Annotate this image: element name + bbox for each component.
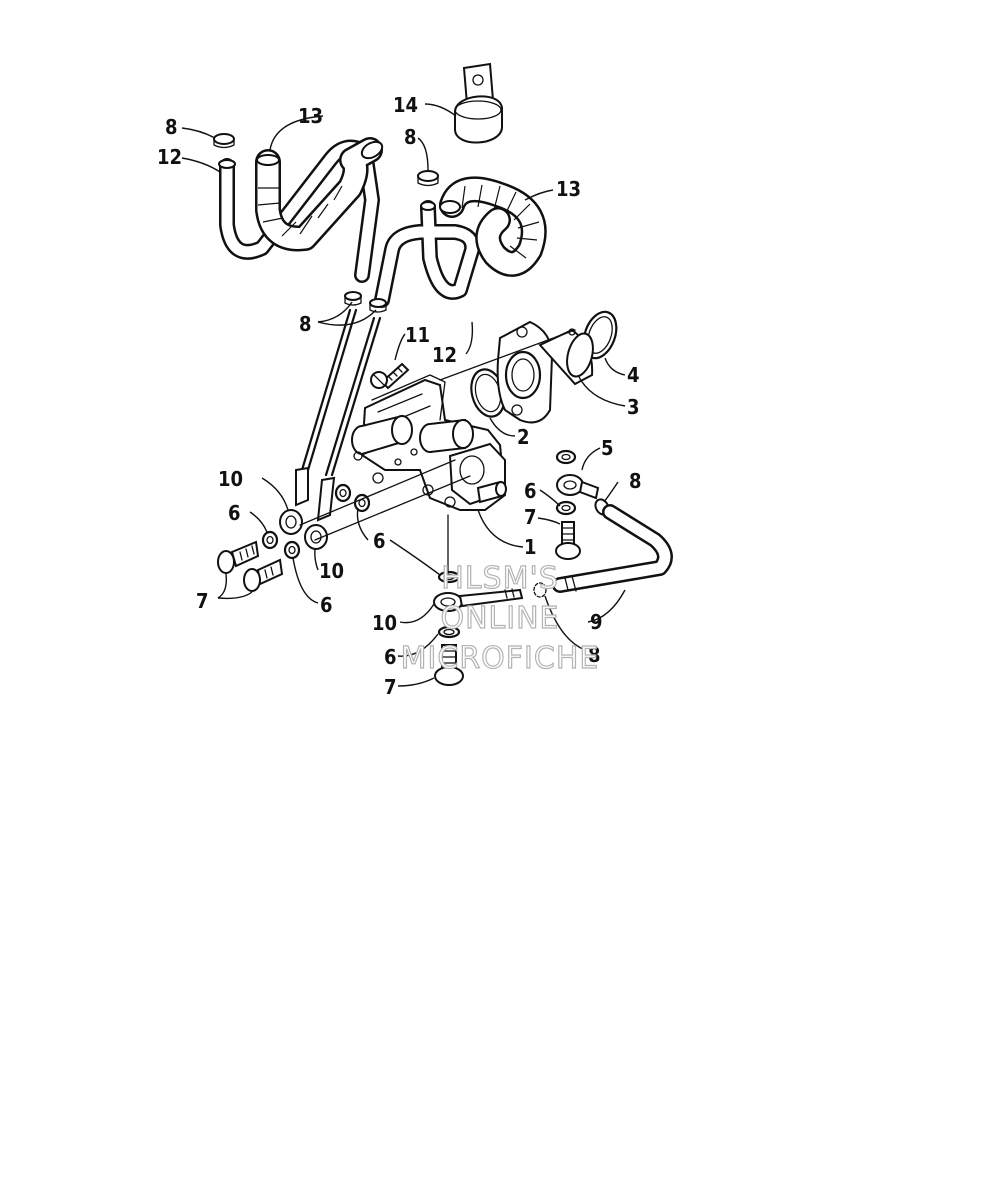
part-8-clamp-top-center	[417, 170, 439, 187]
callout-12-left: 12	[157, 145, 182, 169]
part-6-washer-right-top	[555, 449, 577, 465]
callout-4: 4	[627, 363, 640, 387]
callout-8-lower: 8	[588, 643, 601, 667]
callout-10-lower: 10	[372, 611, 397, 635]
part-8-clamp-lower	[533, 582, 547, 598]
part-7-bolt-lower	[434, 644, 464, 686]
watermark-line-2: ONLINE	[440, 601, 559, 636]
callout-6-right: 6	[524, 479, 537, 503]
callout-3: 3	[627, 395, 640, 419]
part-10-banjo-left-lower	[304, 476, 336, 550]
part-6-washer-lower-top	[437, 570, 461, 584]
watermark: HLSM'S ONLINE MICROFICHE	[400, 560, 600, 676]
part-11-bolt	[370, 362, 410, 390]
callout-labels: 14 13 8 12 8 13 8 11 12 4 3 2 5 6 8 10 6…	[157, 93, 642, 699]
part-14-clamp	[454, 62, 503, 144]
callout-7-left: 7	[196, 589, 209, 613]
callout-5: 5	[601, 436, 614, 460]
callout-8-pair: 8	[299, 312, 312, 336]
part-10-banjo-lower	[433, 588, 524, 612]
callout-9: 9	[590, 610, 603, 634]
callout-10-left-lower: 10	[319, 559, 344, 583]
callout-6-left-upper: 6	[228, 501, 241, 525]
callout-7-lower: 7	[384, 675, 397, 699]
part-8-clamp-pair	[344, 291, 387, 313]
leader-lines	[181, 103, 626, 687]
part-1-oil-pump	[351, 374, 507, 511]
callout-14: 14	[393, 93, 418, 117]
callout-6-center: 6	[373, 529, 386, 553]
part-13-hose-left	[255, 137, 384, 252]
callout-13-left: 13	[298, 104, 323, 128]
part-7-bolt-right	[555, 521, 581, 560]
part-7-bolts-left	[217, 540, 284, 592]
vent-lines	[300, 308, 382, 477]
part-10-banjo-left-upper	[279, 466, 309, 535]
part-12-hose-right	[374, 200, 481, 308]
callout-8-top-left: 8	[165, 115, 178, 139]
callout-7-right: 7	[524, 505, 537, 529]
callout-8-right: 8	[629, 469, 642, 493]
callout-2: 2	[517, 425, 530, 449]
assembly-centerlines	[299, 329, 576, 576]
part-13-hose-right	[439, 176, 547, 277]
callout-10-left-upper: 10	[218, 467, 243, 491]
callout-1: 1	[524, 535, 537, 559]
watermark-line-1: HLSM'S	[441, 561, 559, 596]
callout-11: 11	[405, 323, 430, 347]
callout-6-lower: 6	[384, 645, 397, 669]
part-5-banjo-fitting	[556, 474, 600, 500]
callout-13-right: 13	[556, 177, 581, 201]
part-9-hose	[552, 504, 673, 593]
callout-12-right: 12	[432, 343, 457, 367]
part-6-washers-left	[261, 483, 371, 560]
part-6-washer-right-bottom	[555, 500, 577, 516]
part-6-washer-lower-bottom	[437, 625, 461, 639]
callout-6-left-lower: 6	[320, 593, 333, 617]
callout-8-top-center: 8	[404, 125, 417, 149]
part-3-flange	[496, 320, 594, 424]
watermark-line-3: MICROFICHE	[401, 641, 600, 676]
part-8-clamp-top-left	[213, 133, 235, 149]
